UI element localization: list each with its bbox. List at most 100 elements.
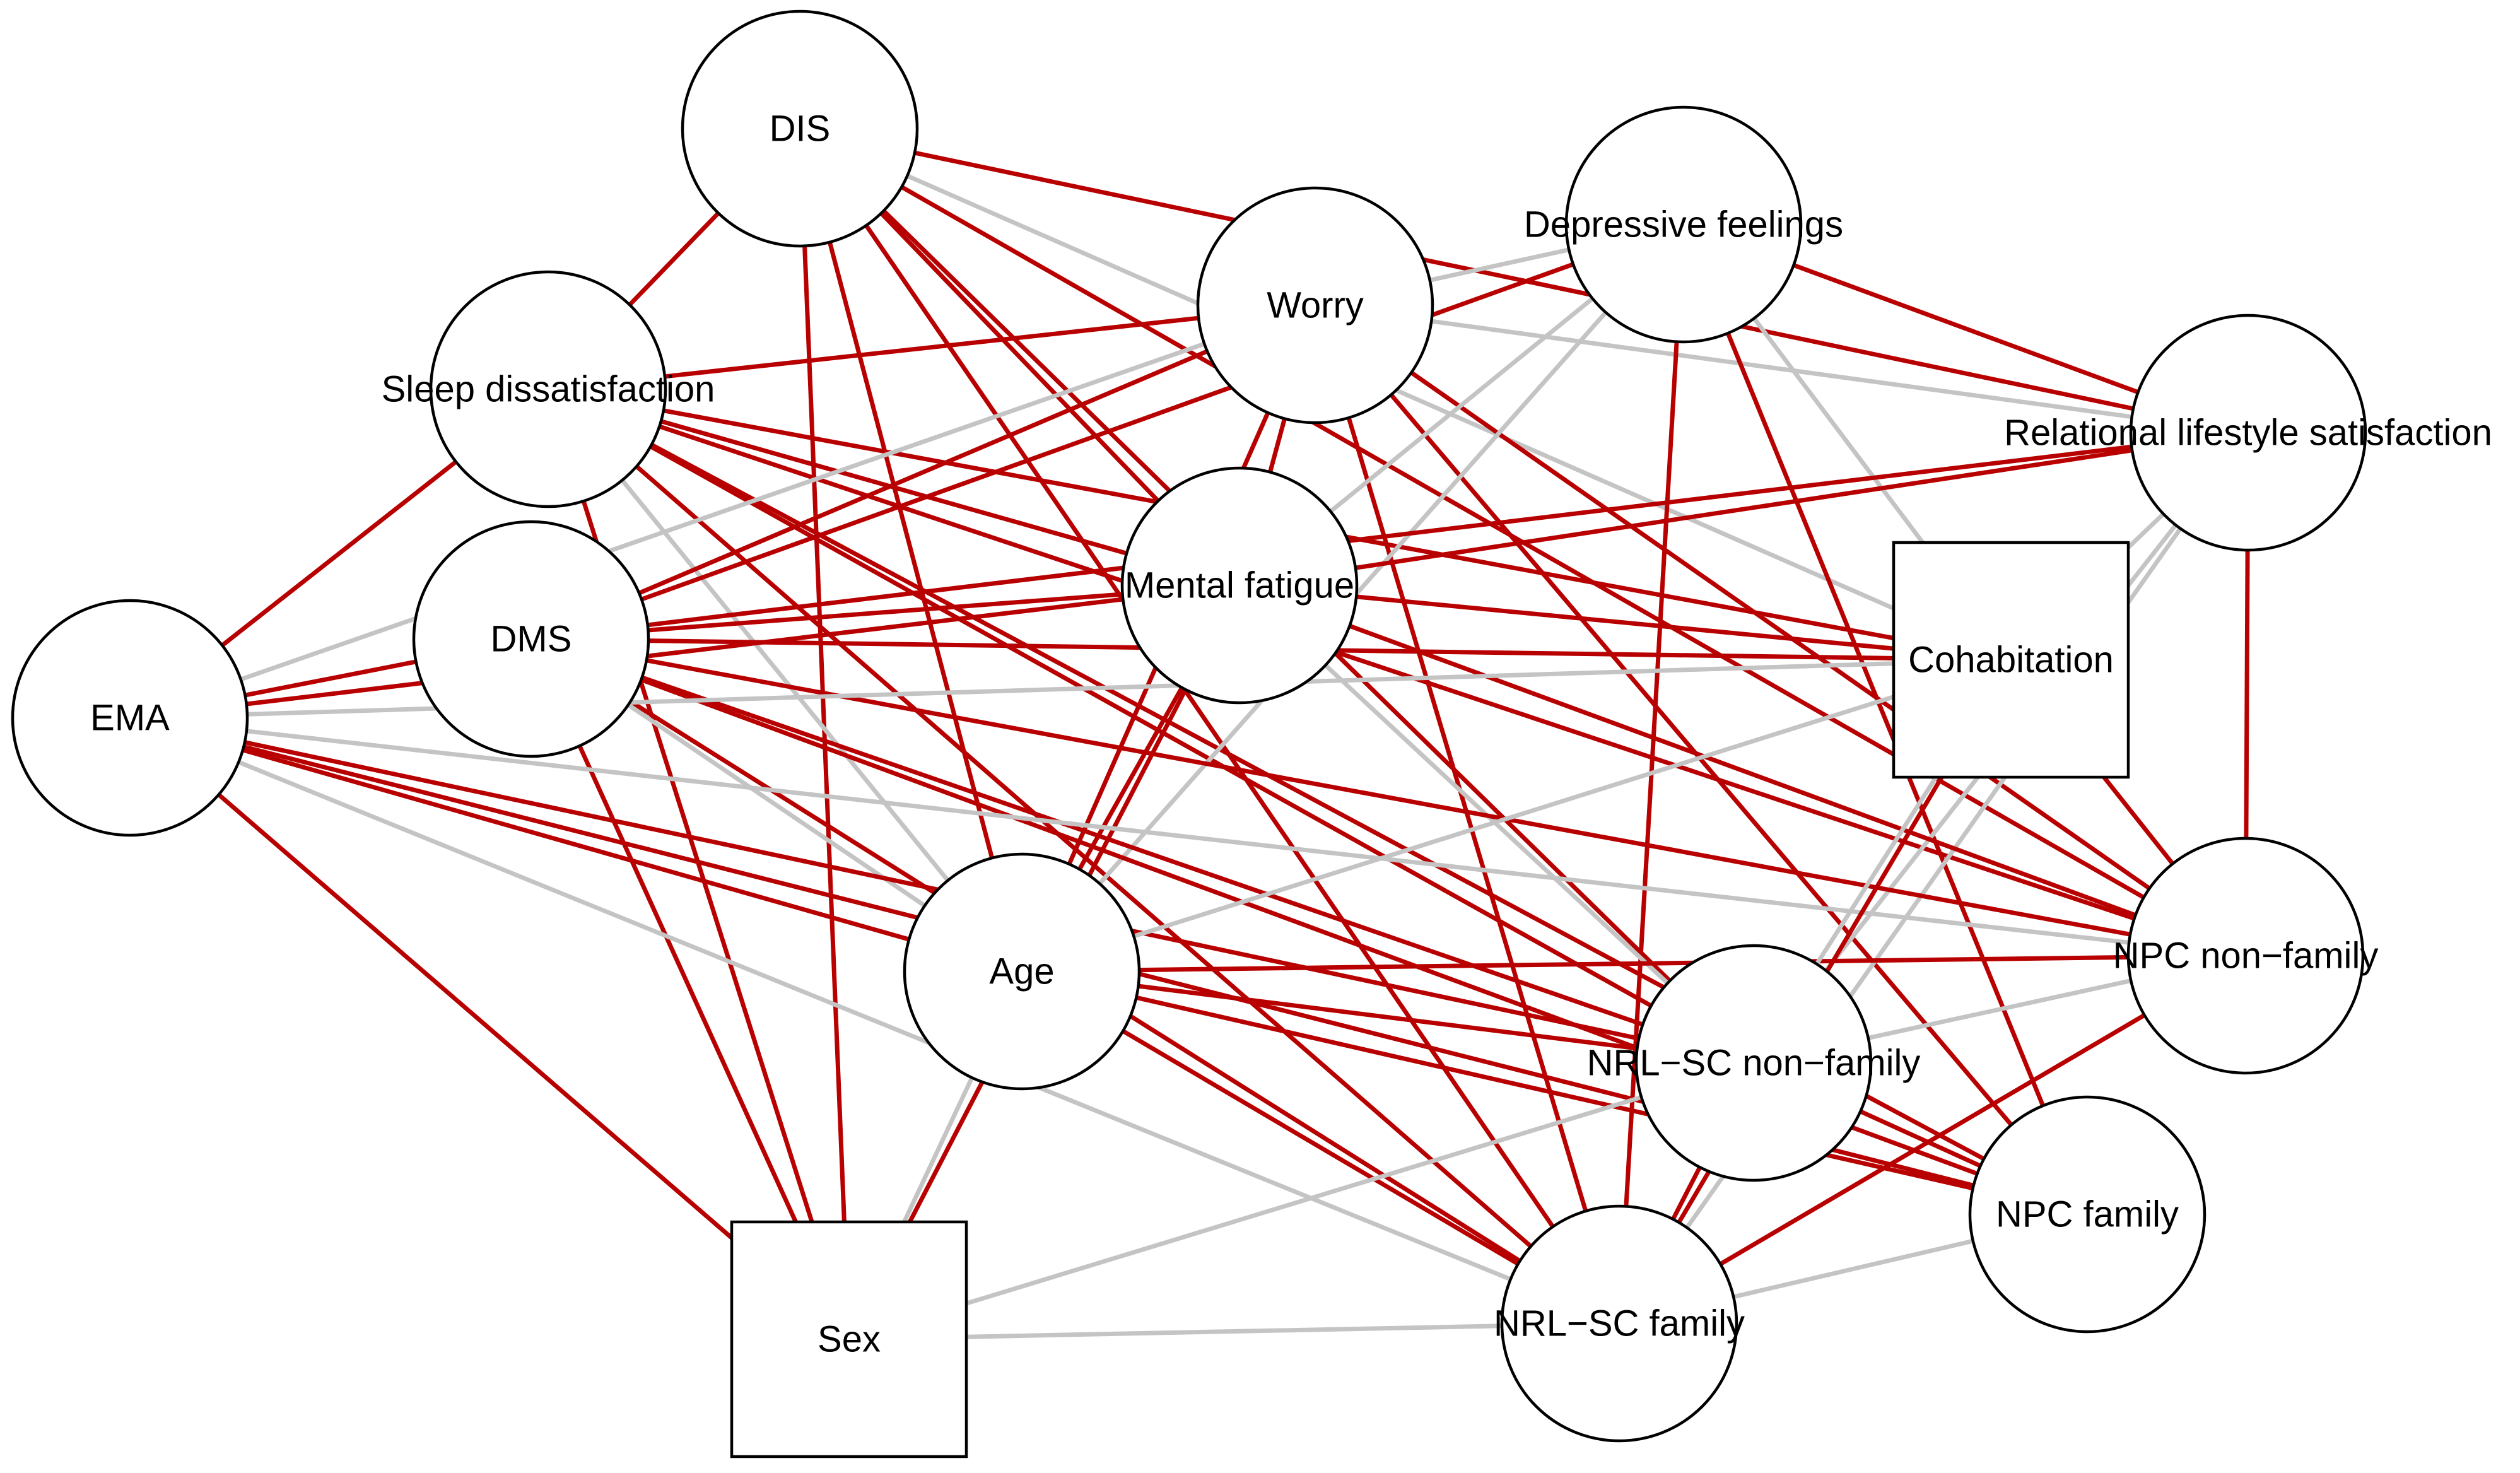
- edge-ema-to-npc-non-family: [246, 729, 2130, 945]
- node-worry: Worry: [1196, 186, 1434, 425]
- edge-mental-fatigue-to-ema: [246, 597, 1123, 707]
- edge-dms-to-sex: [577, 744, 798, 1223]
- edge-worry-to-npc-family: [1389, 393, 2013, 1127]
- node-dis: DIS: [681, 9, 919, 248]
- edge-depressive-feelings-to-relational-lifestyle-satisfaction: [1793, 263, 2139, 394]
- node-sex-label: Sex: [818, 1319, 881, 1360]
- edge-dms-to-age: [627, 703, 926, 908]
- edge-sleep-dissatisfaction-to-ema: [221, 460, 457, 647]
- node-sleep-dissatisfaction-shape: [429, 270, 667, 508]
- node-npc-non-family-label: NPC non−family: [2113, 936, 2379, 977]
- edge-worry-to-mental-fatigue: [1268, 418, 1287, 473]
- node-depressive-feelings: Depressive feelings: [1524, 105, 1843, 344]
- edge-depressive-feelings-to-cohabitation: [1752, 317, 1925, 544]
- edge-depressive-feelings-to-mental-fatigue: [1329, 296, 1594, 513]
- edge-sleep-dissatisfaction-to-nrlsc-family: [635, 464, 1533, 1248]
- edge-nrlsc-non-family-to-sex: [965, 1094, 1643, 1306]
- node-relational-lifestyle-satisfaction-shape: [2129, 314, 2367, 552]
- node-depressive-feelings-shape: [1564, 105, 1803, 344]
- edge-age-to-nrlsc-family: [1122, 1029, 1520, 1266]
- node-cohabitation-label: Cohabitation: [1908, 640, 2114, 681]
- node-depressive-feelings-label: Depressive feelings: [1524, 204, 1843, 245]
- node-worry-label: Worry: [1267, 285, 1364, 326]
- edge-npc-non-family-to-nrlsc-non-family: [1867, 978, 2132, 1040]
- edge-age-to-cohabitation: [1133, 695, 1895, 939]
- node-dis-label: DIS: [770, 109, 831, 150]
- edge-worry-to-npc-non-family: [1410, 370, 2151, 891]
- edge-sleep-dissatisfaction-to-npc-non-family: [659, 424, 2135, 921]
- node-relational-lifestyle-satisfaction-label: Relational lifestyle satisfaction: [2004, 413, 2492, 454]
- node-npc-non-family-shape: [2126, 836, 2365, 1075]
- edge-mental-fatigue-to-dms: [648, 592, 1123, 633]
- edge-age-to-nrlsc-non-family: [1138, 983, 1638, 1051]
- edge-worry-to-ema: [240, 341, 1205, 682]
- edge-sleep-dissatisfaction-to-nrlsc-non-family: [649, 444, 1653, 1008]
- edge-age-to-npc-non-family: [1139, 954, 2129, 973]
- node-worry-shape: [1196, 186, 1434, 425]
- node-relational-lifestyle-satisfaction: Relational lifestyle satisfaction: [2004, 314, 2492, 552]
- edge-relational-lifestyle-satisfaction-to-mental-fatigue: [1355, 448, 2133, 570]
- edge-age-to-sex: [902, 1076, 975, 1223]
- edge-mental-fatigue-to-age: [1077, 686, 1184, 871]
- node-dis-shape: [681, 9, 919, 248]
- node-dms-label: DMS: [491, 619, 572, 660]
- edge-relational-lifestyle-satisfaction-to-dms: [647, 444, 2132, 628]
- node-sleep-dissatisfaction-label: Sleep dissatisfaction: [382, 369, 715, 410]
- edge-mental-fatigue-to-cohabitation: [1356, 594, 1894, 651]
- node-age-label: Age: [989, 951, 1054, 992]
- node-nrlsc-family-label: NRL−SC family: [1494, 1303, 1745, 1344]
- edge-dis-to-nrlsc-family: [864, 224, 1555, 1228]
- edge-depressive-feelings-to-npc-family: [1726, 332, 2045, 1107]
- edge-dis-to-sleep-dissatisfaction: [628, 211, 720, 307]
- edge-ema-to-age: [242, 748, 910, 942]
- edge-ema-to-nrlsc-family: [237, 760, 1512, 1282]
- node-sleep-dissatisfaction: Sleep dissatisfaction: [382, 270, 715, 508]
- node-cohabitation: Cohabitation: [1892, 541, 2130, 779]
- node-dms: DMS: [412, 520, 650, 758]
- edges-layer: [217, 150, 2250, 1339]
- edge-ema-to-sex: [217, 792, 734, 1240]
- node-cohabitation-shape: [1892, 541, 2130, 779]
- edge-cohabitation-to-nrlsc-non-family: [1815, 776, 1938, 966]
- edge-sleep-dissatisfaction-to-age: [620, 479, 950, 882]
- edge-worry-to-depressive-feelings: [1429, 247, 1570, 283]
- node-mental-fatigue: Mental fatigue: [1120, 466, 1359, 705]
- node-npc-family: NPC family: [1968, 1095, 2206, 1334]
- node-npc-family-shape: [1968, 1095, 2206, 1334]
- node-npc-family-label: NPC family: [1996, 1194, 2179, 1235]
- node-mental-fatigue-shape: [1120, 466, 1359, 705]
- edge-dis-to-cohabitation: [906, 173, 1895, 611]
- edge-npc-family-to-nrlsc-non-family: [1859, 1109, 1982, 1168]
- node-nrlsc-non-family-shape: [1634, 944, 1873, 1182]
- node-npc-non-family: NPC non−family: [2113, 836, 2379, 1075]
- edge-npc-family-to-nrlsc-family: [1733, 1238, 1974, 1300]
- edge-sleep-dissatisfaction-to-mental-fatigue: [660, 419, 1128, 556]
- node-age-shape: [903, 852, 1141, 1091]
- node-ema: EMA: [11, 599, 249, 837]
- node-ema-shape: [11, 599, 249, 837]
- edge-sleep-dissatisfaction-to-worry: [664, 315, 1199, 379]
- node-nrlsc-non-family: NRL−SC non−family: [1587, 944, 1921, 1182]
- edge-dms-to-ema: [244, 659, 417, 698]
- node-sex: Sex: [730, 1220, 968, 1458]
- edge-relational-lifestyle-satisfaction-to-cohabitation: [2126, 512, 2165, 549]
- edge-nrlsc-non-family-to-nrlsc-family: [1671, 1166, 1702, 1221]
- node-age: Age: [903, 852, 1141, 1091]
- edge-relational-lifestyle-satisfaction-to-npc-non-family: [2244, 549, 2250, 839]
- node-dms-shape: [412, 520, 650, 758]
- edge-age-to-npc-family: [1135, 995, 1974, 1191]
- edge-nrlsc-family-to-sex: [966, 1323, 1503, 1339]
- edge-worry-to-dms: [638, 349, 1209, 596]
- node-nrlsc-non-family-label: NRL−SC non−family: [1587, 1043, 1921, 1084]
- node-nrlsc-family-shape: [1500, 1204, 1738, 1443]
- node-sex-shape: [730, 1220, 968, 1458]
- node-nrlsc-family: NRL−SC family: [1494, 1204, 1745, 1443]
- edge-dms-to-npc-non-family: [646, 658, 2131, 937]
- edge-dis-to-sex: [802, 245, 847, 1223]
- node-ema-label: EMA: [90, 698, 170, 739]
- node-mental-fatigue-label: Mental fatigue: [1125, 565, 1354, 606]
- edge-npc-non-family-to-nrlsc-family: [1719, 1013, 2146, 1266]
- edge-dis-to-mental-fatigue: [879, 211, 1160, 503]
